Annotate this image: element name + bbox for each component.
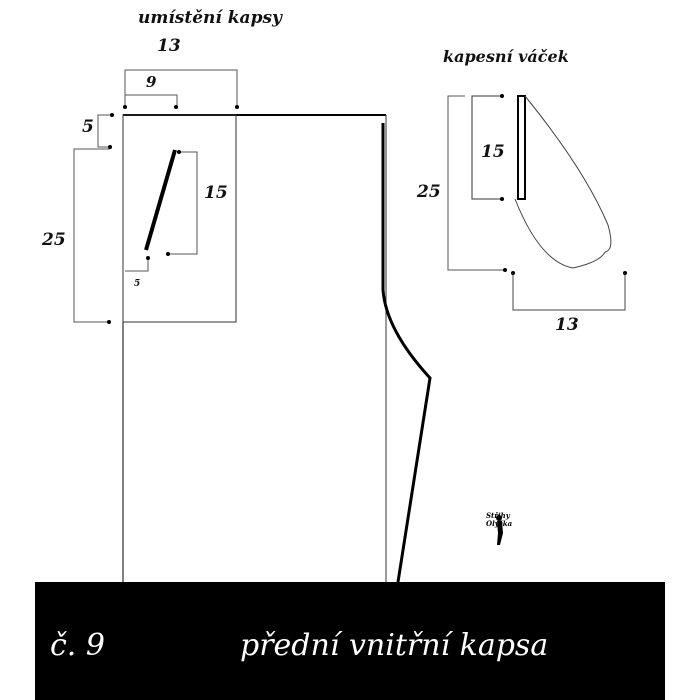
pocket-bag-title: kapesní váček bbox=[443, 47, 569, 66]
dim-15-slit-label: 15 bbox=[204, 183, 228, 203]
pocket-opening-rect bbox=[517, 95, 526, 200]
dim-9 bbox=[124, 94, 178, 108]
dim-15-bag-label: 15 bbox=[481, 142, 505, 162]
dim-25-left bbox=[73, 148, 110, 323]
caption-number: č. 9 bbox=[50, 628, 105, 663]
dim-9-label: 9 bbox=[146, 73, 157, 91]
dim-13-top bbox=[124, 69, 238, 107]
dim-25-label: 25 bbox=[42, 230, 66, 250]
dim-5-slit bbox=[125, 258, 149, 272]
placement-title: umístění kapsy bbox=[138, 8, 282, 28]
caption-band bbox=[35, 582, 665, 700]
dim-5-left bbox=[97, 114, 112, 148]
dim-13-bag bbox=[512, 273, 626, 311]
dim-15-bag bbox=[471, 95, 502, 200]
dim-25-bag bbox=[447, 95, 505, 271]
dim-13-bag-label: 13 bbox=[555, 315, 579, 335]
dim-5-label: 5 bbox=[82, 117, 94, 137]
dim-15-slit bbox=[168, 151, 198, 255]
caption-title: přední vnitřní kapsa bbox=[240, 628, 549, 663]
dim-25-bag-label: 25 bbox=[417, 182, 441, 202]
pocket-slit bbox=[144, 149, 177, 251]
pocket-placement-rect bbox=[122, 114, 237, 323]
logo-figure-icon bbox=[496, 515, 503, 545]
dim-13-top-label: 13 bbox=[157, 36, 181, 56]
dim-5-slit-label: 5 bbox=[134, 279, 141, 289]
side-seam-thick bbox=[381, 123, 432, 583]
pocket-bag-outline bbox=[514, 95, 612, 269]
